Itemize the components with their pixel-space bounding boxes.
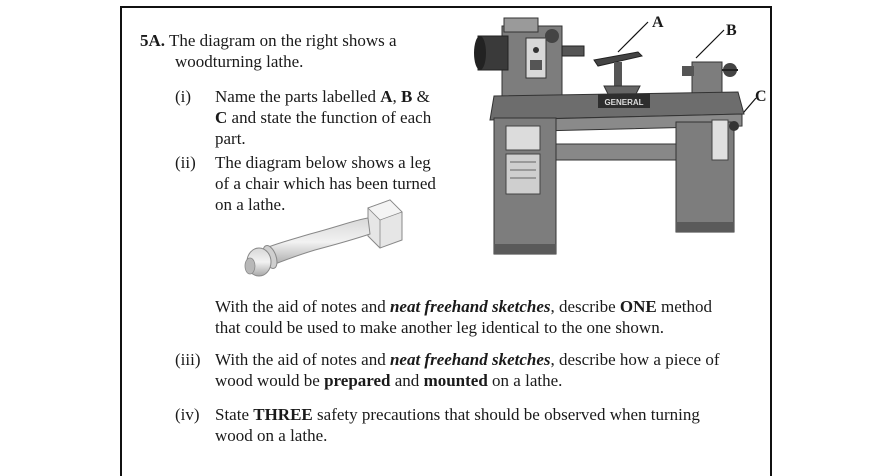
part-iv-line2: wood on a lathe. [215,426,328,445]
part-ii-task-line2: that could be used to make another leg i… [215,318,664,337]
part-ii-task-line1: With the aid of notes and neat freehand … [215,297,712,316]
part-i-line2: C and state the function of each [215,108,432,127]
label-b: B [726,22,737,39]
part-iv-line1: State THREE safety precautions that shou… [215,405,700,424]
label-b-leader [695,29,725,59]
brand-label: GENERAL [604,98,643,107]
part-ii-line1: The diagram below shows a leg [215,153,431,172]
label-a: A [652,14,664,31]
lathe-diagram: GENERAL [474,17,757,255]
part-iii-line2: wood would be prepared and mounted on a … [215,371,563,390]
question-intro-line2: woodturning lathe. [175,52,304,71]
bed-handwheel [729,121,739,131]
chair-leg-image [244,199,403,277]
question-number: 5A. [140,31,166,50]
part-ii-line2: of a chair which has been turned [215,174,436,193]
part-ii-line3: on a lathe. [215,195,286,214]
question-intro-line1: 5A. The diagram on the right shows a [140,31,397,50]
part-i-line1: Name the parts labelled A, B & [215,87,430,106]
part-i-marker: (i) [175,87,192,106]
part-iv-marker: (iv) [175,405,200,424]
part-iii-marker: (iii) [175,350,201,369]
part-i-line3: part. [215,129,246,148]
part-iii-line1: With the aid of notes and neat freehand … [215,350,720,369]
bed-extension [711,119,729,161]
tool-rest [593,51,643,67]
part-ii-marker: (ii) [175,153,196,172]
label-a-leader [617,21,649,53]
label-c: C [755,88,767,105]
question-frame [120,6,772,476]
